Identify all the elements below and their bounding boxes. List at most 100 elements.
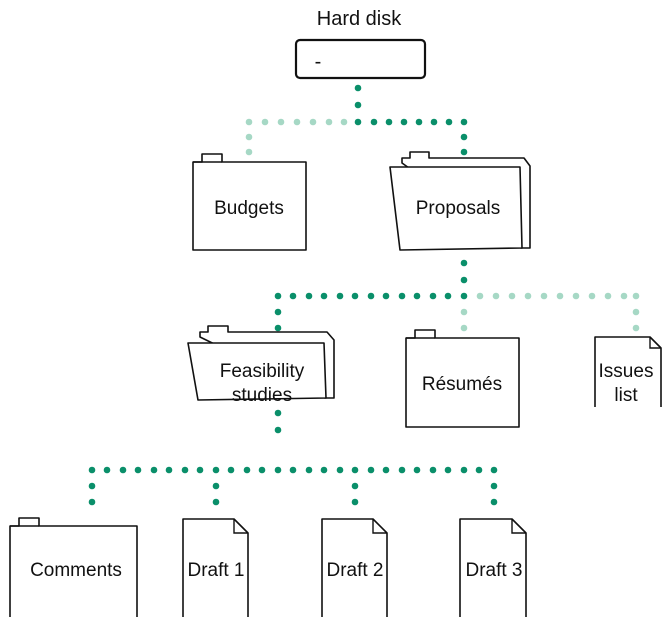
connector-dot [588, 292, 596, 300]
connector-dot [632, 324, 640, 332]
issues-list-document[interactable]: Issues list [594, 336, 662, 407]
connector-dot [460, 148, 468, 156]
connector-dot [320, 292, 328, 300]
connector-dot [351, 498, 359, 506]
connector-dot [274, 292, 282, 300]
connector-dot [212, 498, 220, 506]
connector-dot [367, 466, 375, 474]
connector-dot [274, 426, 282, 434]
open-folder-icon [389, 166, 523, 251]
draft-1-label: Draft 1 [187, 560, 244, 581]
connector-dot [258, 466, 266, 474]
connector-dot [632, 292, 640, 300]
connector-dot [429, 466, 437, 474]
connector-dot [245, 148, 253, 156]
connector-dot [444, 292, 452, 300]
draft-1-document[interactable]: Draft 1 [182, 518, 249, 617]
connector-dot [227, 466, 235, 474]
connector-dot [460, 292, 468, 300]
connector-dot [460, 308, 468, 316]
connector-dot [88, 498, 96, 506]
connector-dot [336, 292, 344, 300]
connector-dot [305, 466, 313, 474]
feasibility-label-line2: studies [232, 385, 292, 406]
connector-dot [103, 466, 111, 474]
connector-dot [460, 118, 468, 126]
hard-disk-node[interactable]: Hard disk - [294, 8, 427, 80]
connector-dot [413, 292, 421, 300]
connector-dot [460, 466, 468, 474]
connector-dot [196, 466, 204, 474]
draft-2-label: Draft 2 [326, 560, 383, 581]
connector-dot [460, 276, 468, 284]
connector-dot [134, 466, 142, 474]
page-corner-fold [649, 337, 661, 349]
connector-dot [274, 466, 282, 474]
connector-dot [309, 118, 317, 126]
feasibility-label-line1: Feasibility [220, 361, 305, 382]
connector-dot [274, 324, 282, 332]
connector-dot [289, 292, 297, 300]
connector-dot [88, 482, 96, 490]
connector-dot [508, 292, 516, 300]
connector-dot [490, 466, 498, 474]
draft-3-document[interactable]: Draft 3 [459, 518, 527, 617]
connector-dot [150, 466, 158, 474]
connector-dot [351, 292, 359, 300]
proposals-label: Proposals [416, 198, 501, 219]
draft-3-label: Draft 3 [465, 560, 522, 581]
connector-dot [354, 118, 362, 126]
connector-dot [632, 308, 640, 316]
connector-dot [88, 466, 96, 474]
connector-dot [460, 133, 468, 141]
connector-dot [325, 118, 333, 126]
connector-dot [398, 292, 406, 300]
connector-dot [476, 292, 484, 300]
connector-dot [119, 466, 127, 474]
comments-folder[interactable]: Comments [9, 517, 138, 617]
connector-dot [492, 292, 500, 300]
proposals-folder[interactable]: Proposals [389, 151, 531, 251]
hard-disk-field-text: - [315, 51, 322, 73]
connector-dot [445, 118, 453, 126]
connector-dot [289, 466, 297, 474]
connector-dot [524, 292, 532, 300]
connector-dot [429, 292, 437, 300]
connector-dot [367, 292, 375, 300]
connector-dot [212, 482, 220, 490]
connector-dot [370, 118, 378, 126]
connector-dot [385, 118, 393, 126]
connector-dot [354, 101, 362, 109]
connector-dot [444, 466, 452, 474]
connector-dot [274, 409, 282, 417]
connector-dot [415, 118, 423, 126]
connectors [88, 84, 640, 506]
connector-dot [261, 118, 269, 126]
page-corner-fold [511, 519, 526, 534]
connector-dot [320, 466, 328, 474]
hard-disk-icon [294, 38, 427, 80]
connector-dot [293, 118, 301, 126]
connector-dot [351, 466, 359, 474]
connector-dot [336, 466, 344, 474]
connector-dot [354, 84, 362, 92]
feasibility-studies-folder[interactable]: Feasibility studies [187, 325, 335, 406]
hard-disk-title: Hard disk [317, 8, 402, 30]
connector-dot [604, 292, 612, 300]
connector-dot [382, 292, 390, 300]
connector-dot [351, 482, 359, 490]
resumes-label: Résumés [422, 374, 502, 395]
connector-dot [340, 118, 348, 126]
budgets-folder[interactable]: Budgets [192, 153, 307, 251]
resumes-folder[interactable]: Résumés [405, 329, 520, 428]
budgets-label: Budgets [214, 198, 284, 219]
draft-2-document[interactable]: Draft 2 [321, 518, 388, 617]
connector-dot [243, 466, 251, 474]
connector-dot [556, 292, 564, 300]
connector-dot [400, 118, 408, 126]
connector-dot [460, 259, 468, 267]
connector-dot [398, 466, 406, 474]
comments-label: Comments [30, 560, 122, 581]
connector-dot [274, 308, 282, 316]
